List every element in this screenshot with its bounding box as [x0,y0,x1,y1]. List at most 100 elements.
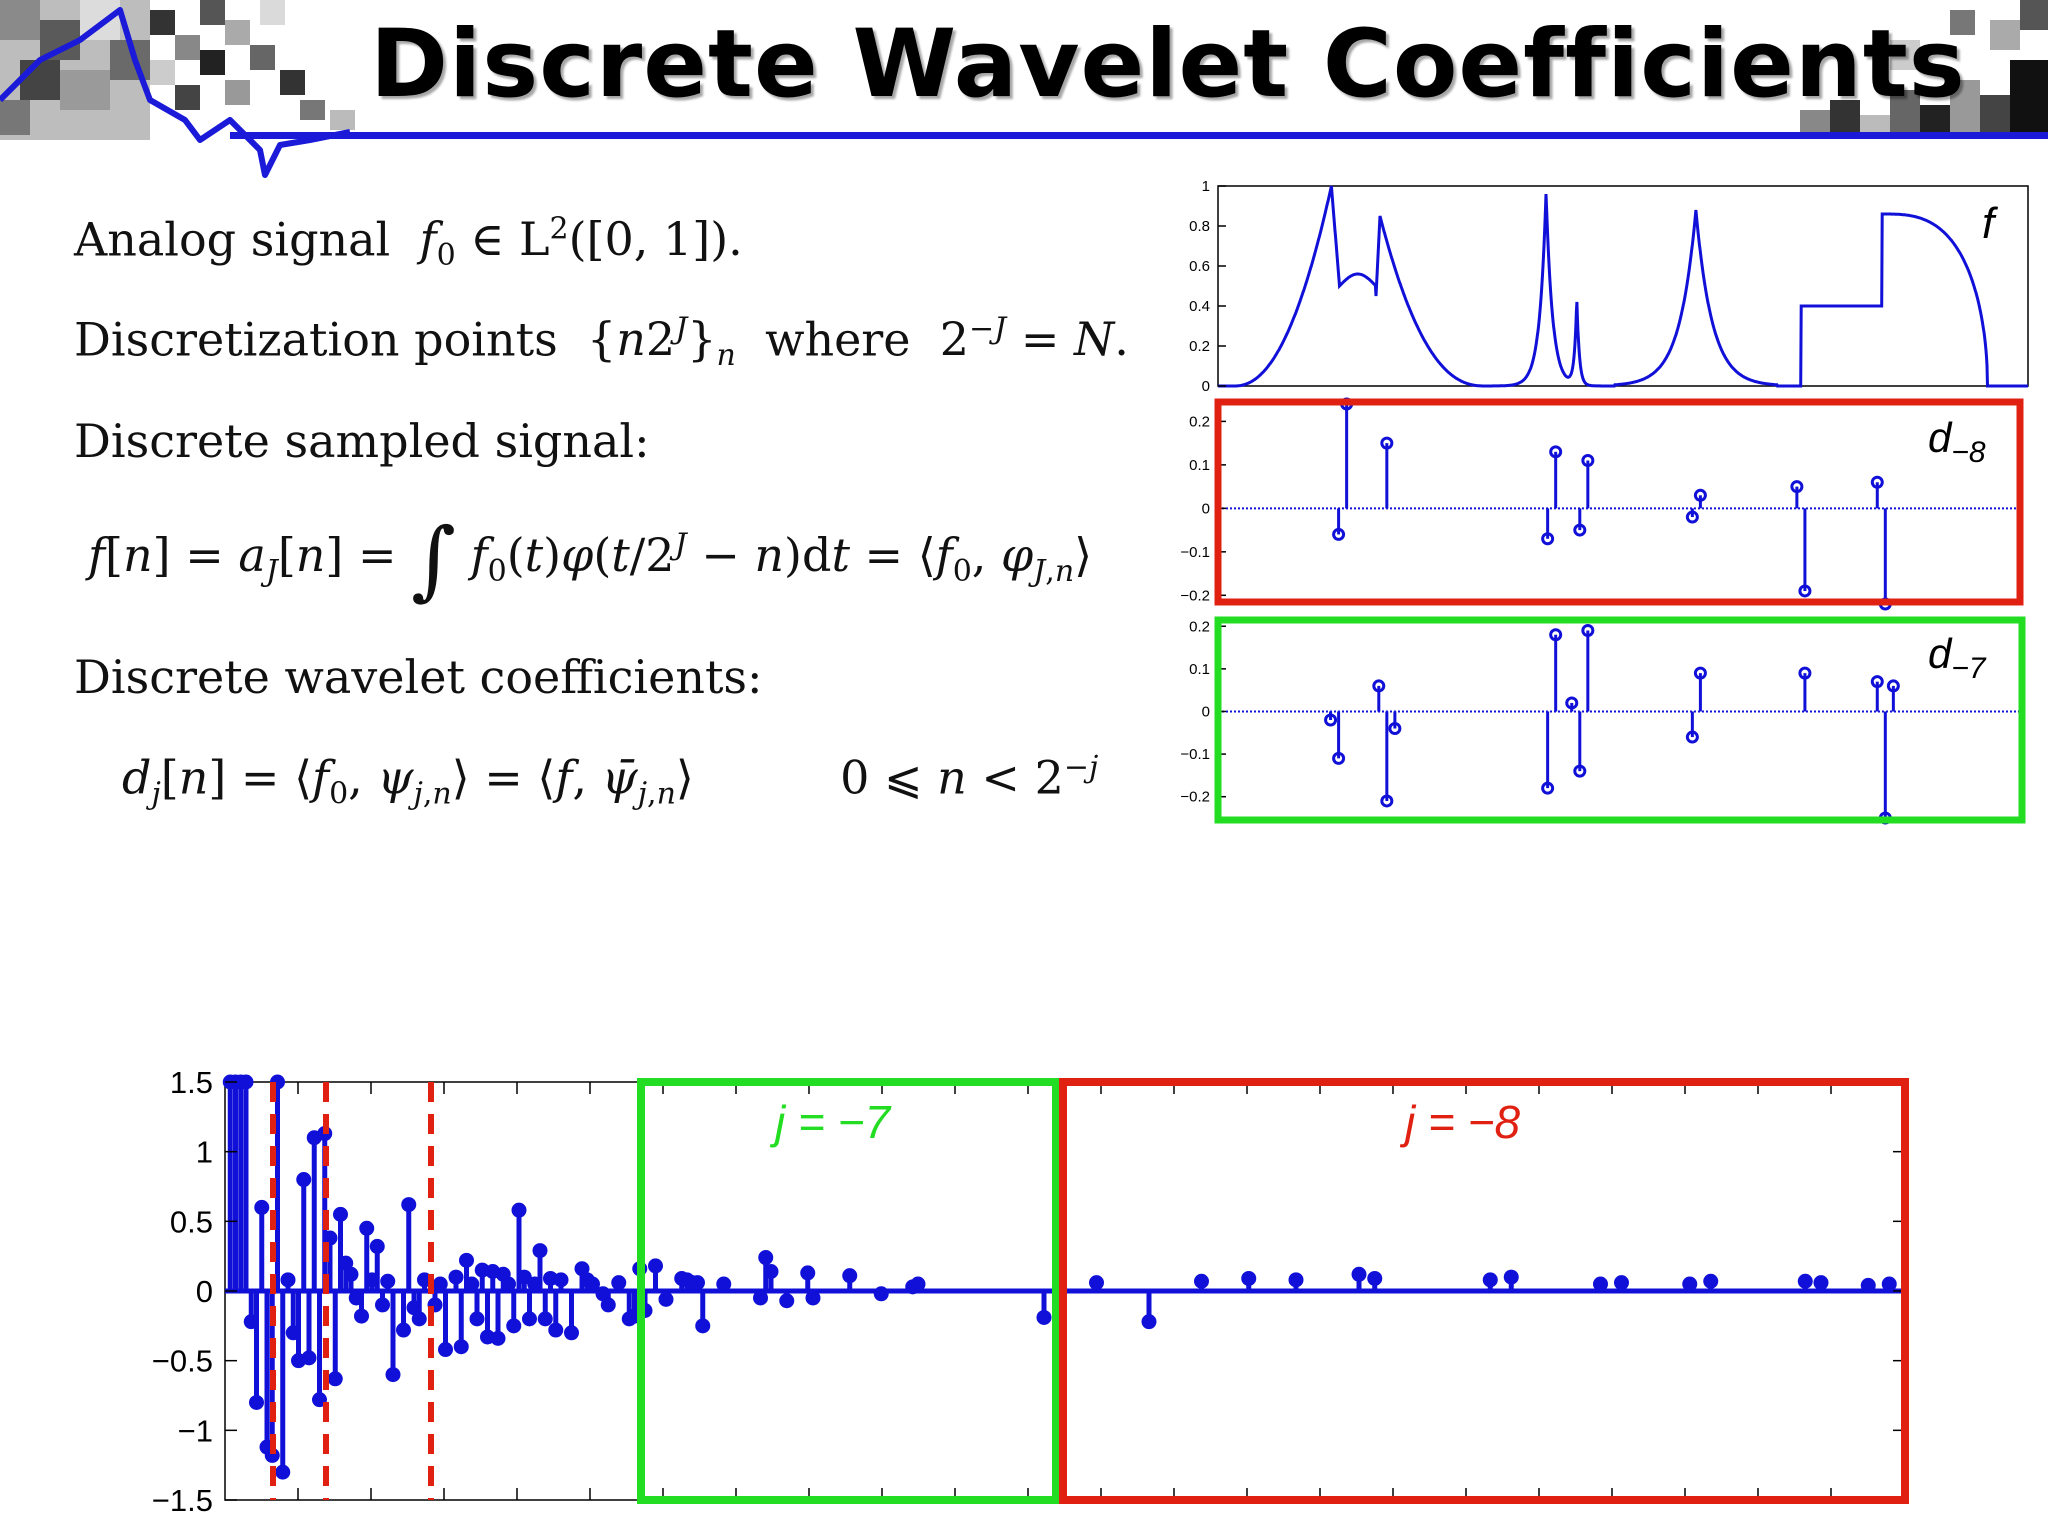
coef-marker [1797,1273,1813,1289]
ytick-label: 1 [196,1135,213,1170]
stem-marker [1332,527,1346,541]
stem-marker [1541,781,1555,795]
coef-marker [1036,1309,1052,1325]
coef-marker [1241,1270,1257,1286]
coef-marker [564,1325,579,1341]
header-decoration [0,0,2048,178]
signal-plot: 00.20.40.60.81 f [1189,178,2029,395]
coef-marker [805,1290,821,1306]
stem-marker [1790,480,1804,494]
ytick-label: 0.2 [1189,413,1210,430]
ytick-label: 0 [196,1274,213,1309]
coef-marker [249,1394,264,1410]
coef-marker [574,1261,590,1277]
coef-marker [296,1172,312,1188]
coef-marker [490,1330,506,1346]
coef-marker [548,1322,564,1338]
ytick-label: −1 [178,1413,213,1448]
d-minus7-plot: −0.2−0.100.10.2 d−7 [1180,616,2026,825]
coef-marker [322,1230,338,1246]
coef-marker [327,1371,343,1387]
coef-marker [842,1268,858,1284]
coef-marker [600,1297,616,1313]
coef-marker [1482,1272,1498,1288]
stem-marker [1581,624,1595,638]
coef-marker [1141,1314,1157,1330]
stem-marker [1380,436,1394,450]
stem-marker [1372,679,1386,693]
coef-marker [716,1276,732,1292]
signal-ytick-label: 0.4 [1189,298,1210,315]
all-coefficients-plot: 1.510.50−0.5−1−1.5 j = −7 j = −8 [152,1065,1909,1518]
d-minus7-highlight-box [1214,616,2026,824]
slide-header: Discrete Wavelet Coefficients [0,0,2048,180]
d-minus8-axes [1217,403,2023,605]
scale-minus7-box [637,1078,1060,1504]
coef-marker [459,1252,474,1268]
stem-marker [1549,628,1563,642]
coef-marker [1860,1277,1876,1293]
stem-marker [1541,532,1555,546]
coef-marker [553,1272,569,1288]
scale-minus7-label: j = −7 [769,1096,892,1148]
analog-signal-line: Analog signal f0 ∈ L2([0, 1]). [74,212,743,274]
coef-marker [301,1350,317,1366]
coef-marker [506,1318,522,1334]
stem-marker [1565,696,1579,710]
ytick-label: 0.5 [170,1204,213,1239]
coef-marker [1367,1270,1383,1286]
ytick-label: 0 [1202,703,1210,720]
coef-marker [585,1276,600,1292]
d-minus8-plot: −0.2−0.100.10.2 d−8 [1180,397,2024,611]
coef-marker [1813,1275,1829,1291]
coef-marker [1703,1273,1719,1289]
coef-marker [1351,1266,1367,1282]
coef-marker [396,1322,411,1338]
coef-marker [1682,1276,1698,1292]
ytick-label: −0.2 [1180,789,1210,806]
stem-marker [1549,445,1563,459]
ytick-label: −1.5 [152,1483,213,1518]
coef-marker [254,1199,270,1215]
wavelet-coefficients-equation: dj[n] = ⟨f0, ψj,n⟩ = ⟨f, ψ̄j,n⟩ 0 ⩽ n < … [122,750,1099,812]
coef-marker [469,1311,485,1327]
signal-label: f [1982,199,1999,248]
where-text: where [765,312,911,367]
signal-y-axis: 00.20.40.60.81 [1189,178,1226,395]
stem-marker [1798,666,1812,680]
coef-marker [1503,1269,1519,1285]
ytick-label: 1.5 [170,1065,213,1100]
stem-marker [1332,751,1346,765]
coef-marker [380,1273,396,1289]
coef-marker [910,1276,926,1292]
stem-marker [1870,675,1884,689]
coef-marker [779,1293,795,1309]
coef-marker [611,1275,627,1291]
ytick-label: 0.1 [1189,661,1210,678]
coef-marker [375,1297,390,1313]
coef-marker [695,1318,711,1334]
d-minus8-stems [1332,397,1892,611]
ytick-label: −0.1 [1180,746,1210,763]
signal-plot-frame [1217,185,2029,387]
analog-signal-text: Analog signal [74,212,391,267]
discretization-line: Discretization points {n2J}n where 2−J =… [74,312,1129,374]
ytick-label: −0.5 [152,1344,213,1379]
coef-marker [800,1265,816,1281]
coef-marker [658,1291,674,1307]
slide-title: Discrete Wavelet Coefficients [370,10,1966,119]
coef-marker [690,1275,705,1291]
coef-marker [511,1202,527,1218]
coef-marker [1593,1276,1608,1292]
discretization-text: Discretization points [74,312,558,367]
signal-curve [1218,185,2028,388]
coef-marker [448,1269,464,1285]
coef-marker [1614,1275,1629,1291]
coef-marker [438,1342,453,1358]
all-coefficients-stems [222,1074,1897,1480]
sampled-signal-equation: f[n] = aJ[n] = ∫ f0(t)φ(t/2J − n)dt = ⟨f… [88,510,1093,610]
d-minus7-stems [1324,624,1900,825]
stem-marker [1685,510,1699,524]
coef-marker [1089,1275,1104,1291]
